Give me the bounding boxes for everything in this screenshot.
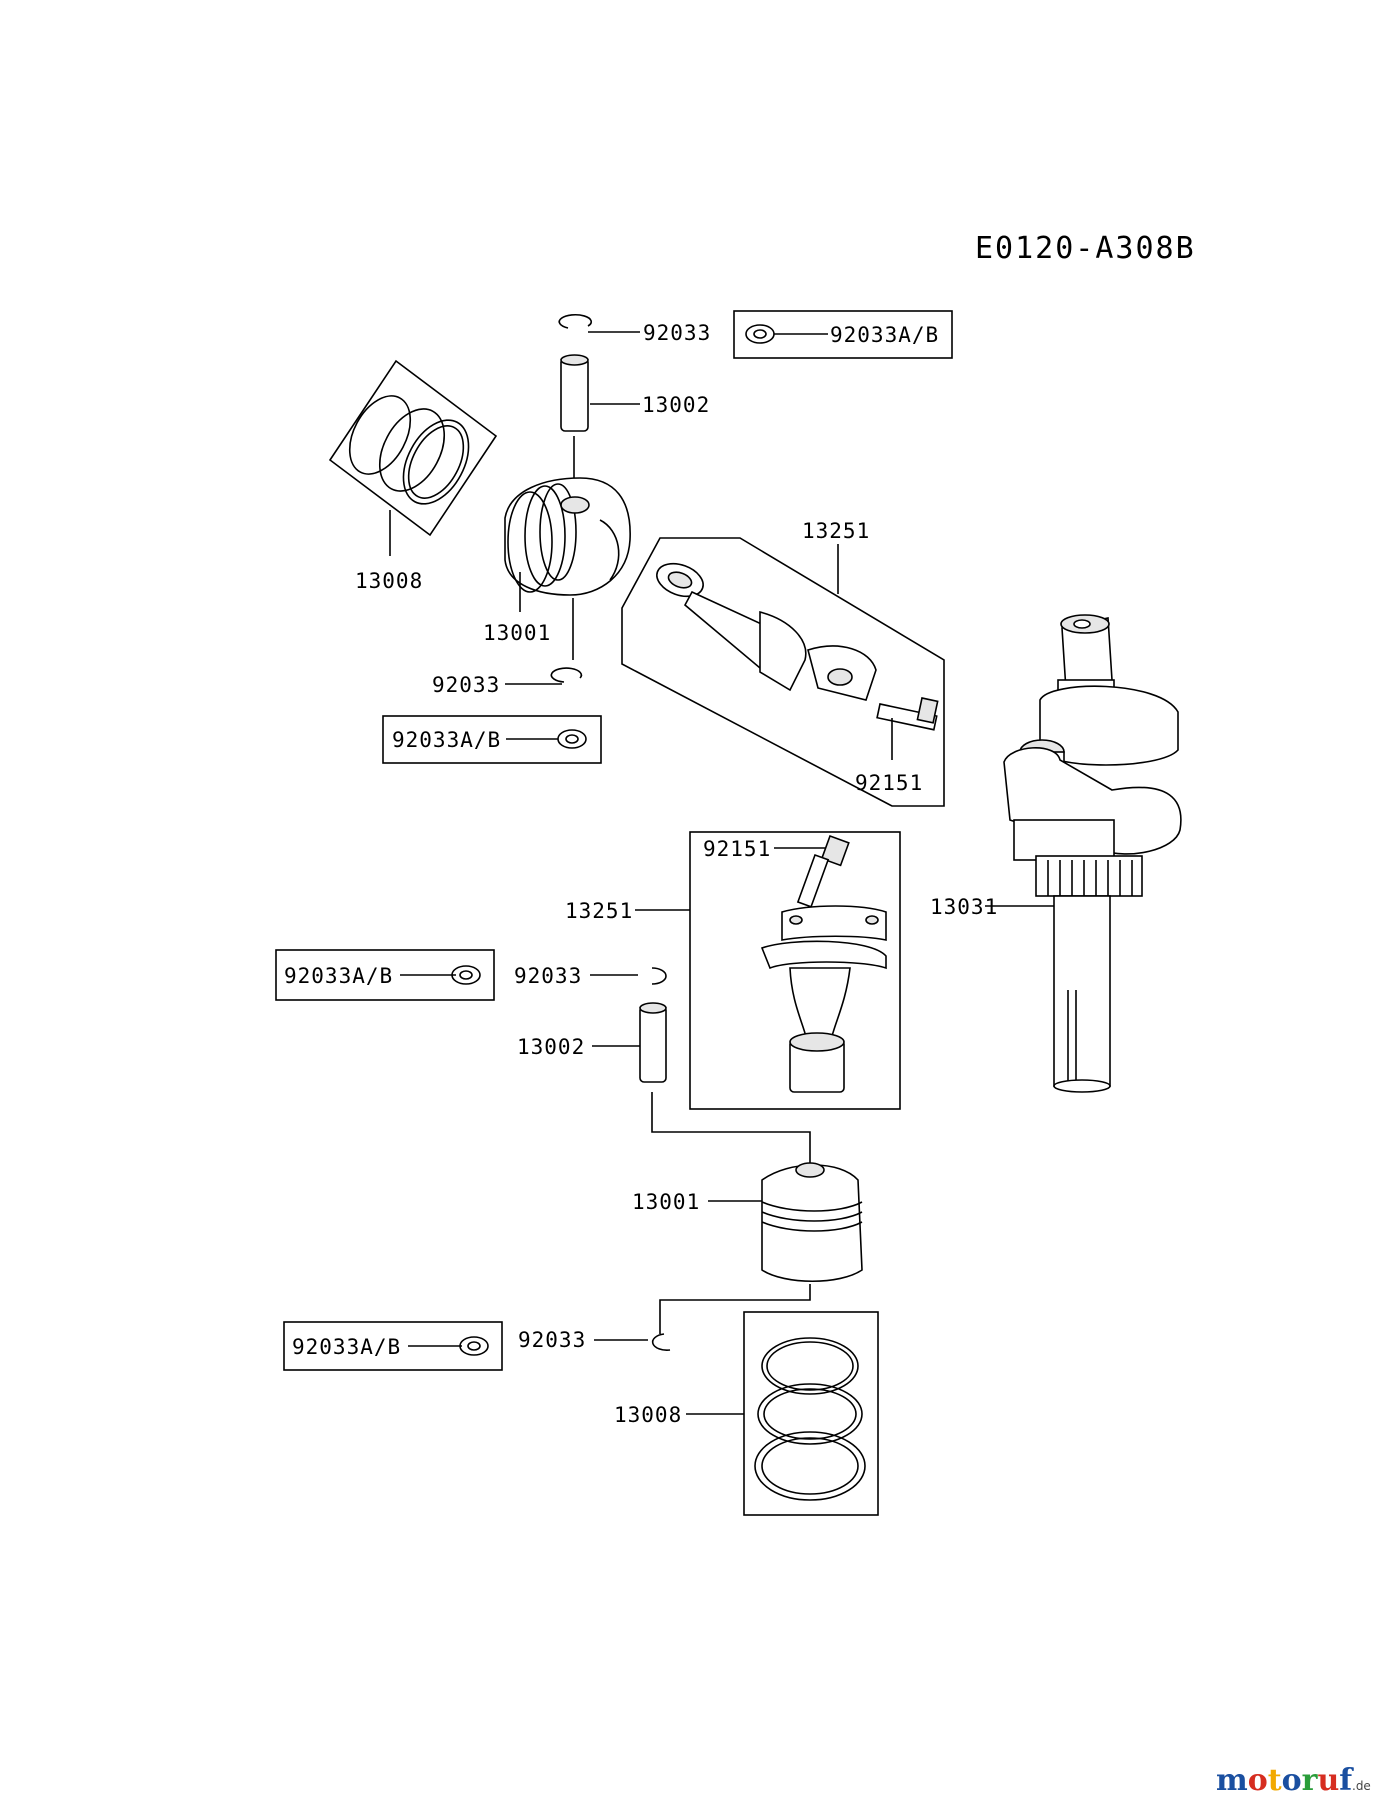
circlip-upper-lower[interactable]: 92033 xyxy=(432,667,583,697)
bolt-lower[interactable]: 92151 xyxy=(703,834,850,908)
wm-letter-6: u xyxy=(1317,1763,1339,1798)
wm-letter-2: o xyxy=(1248,1763,1268,1798)
bolt-upper[interactable]: 92151 xyxy=(855,697,939,795)
piston-pin-lower[interactable]: 13002 xyxy=(517,1002,811,1170)
label-bolt-upper[interactable]: 92151 xyxy=(855,771,923,795)
label-piston-pin-upper[interactable]: 13002 xyxy=(642,393,710,417)
label-piston-rings-upper[interactable]: 13008 xyxy=(355,569,423,593)
circlip-lower2[interactable]: 92033 xyxy=(518,1328,671,1352)
wm-letter-4: o xyxy=(1282,1763,1302,1798)
label-piston-lower[interactable]: 13001 xyxy=(632,1190,700,1214)
label-circlip-alt-lower2[interactable]: 92033A/B xyxy=(292,1335,401,1359)
label-piston-rings-lower[interactable]: 13008 xyxy=(614,1403,682,1427)
wm-letter-5: r xyxy=(1302,1763,1319,1798)
wm-letter-3: t xyxy=(1268,1763,1282,1798)
circlip-alt-lower-box[interactable]: 92033A/B xyxy=(275,949,495,1001)
wm-letter-7: f xyxy=(1339,1763,1354,1798)
label-bolt-lower[interactable]: 92151 xyxy=(703,837,771,861)
label-circlip-alt-upper[interactable]: 92033A/B xyxy=(830,323,939,347)
label-circlip-lower[interactable]: 92033 xyxy=(514,964,582,988)
piston-rings-upper[interactable]: 13008 xyxy=(328,359,498,593)
label-circlip-alt-upper-lower[interactable]: 92033A/B xyxy=(392,728,501,752)
label-crankshaft[interactable]: 13031 xyxy=(930,895,998,919)
label-piston-pin-lower[interactable]: 13002 xyxy=(517,1035,585,1059)
circlip-upper[interactable]: 92033 xyxy=(558,313,711,345)
circlip-alt-upper-box[interactable]: 92033A/B xyxy=(733,310,953,359)
piston-lower[interactable]: 13001 xyxy=(632,1162,863,1334)
wm-suffix: .de xyxy=(1352,1779,1371,1793)
label-circlip-upper-lower[interactable]: 92033 xyxy=(432,673,500,697)
connecting-rod-upper[interactable]: 13251 92151 xyxy=(621,519,945,807)
diagram-code: E0120-A308B xyxy=(975,231,1196,266)
watermark-logo: motoruf .de xyxy=(1216,1763,1371,1798)
label-circlip-alt-lower[interactable]: 92033A/B xyxy=(284,964,393,988)
label-piston-upper[interactable]: 13001 xyxy=(483,621,551,645)
label-connecting-rod-upper[interactable]: 13251 xyxy=(802,519,870,543)
circlip-alt-lower2-box[interactable]: 92033A/B xyxy=(283,1321,503,1371)
piston-upper[interactable]: 13001 xyxy=(483,477,631,660)
circlip-lower[interactable]: 92033 xyxy=(514,964,667,988)
piston-rings-lower[interactable]: 13008 xyxy=(614,1311,879,1516)
piston-pin-upper[interactable]: 13002 xyxy=(560,354,710,496)
wm-letter-1: m xyxy=(1216,1763,1248,1798)
label-circlip-lower2[interactable]: 92033 xyxy=(518,1328,586,1352)
label-connecting-rod-lower[interactable]: 13251 xyxy=(565,899,633,923)
label-circlip-upper[interactable]: 92033 xyxy=(643,321,711,345)
svg-text:motoruf: motoruf xyxy=(1216,1763,1354,1798)
circlip-alt-upper-lower-box[interactable]: 92033A/B xyxy=(382,715,602,764)
connecting-rod-lower[interactable]: 13251 92151 xyxy=(565,831,901,1110)
crankshaft[interactable]: 13031 xyxy=(930,614,1182,1093)
